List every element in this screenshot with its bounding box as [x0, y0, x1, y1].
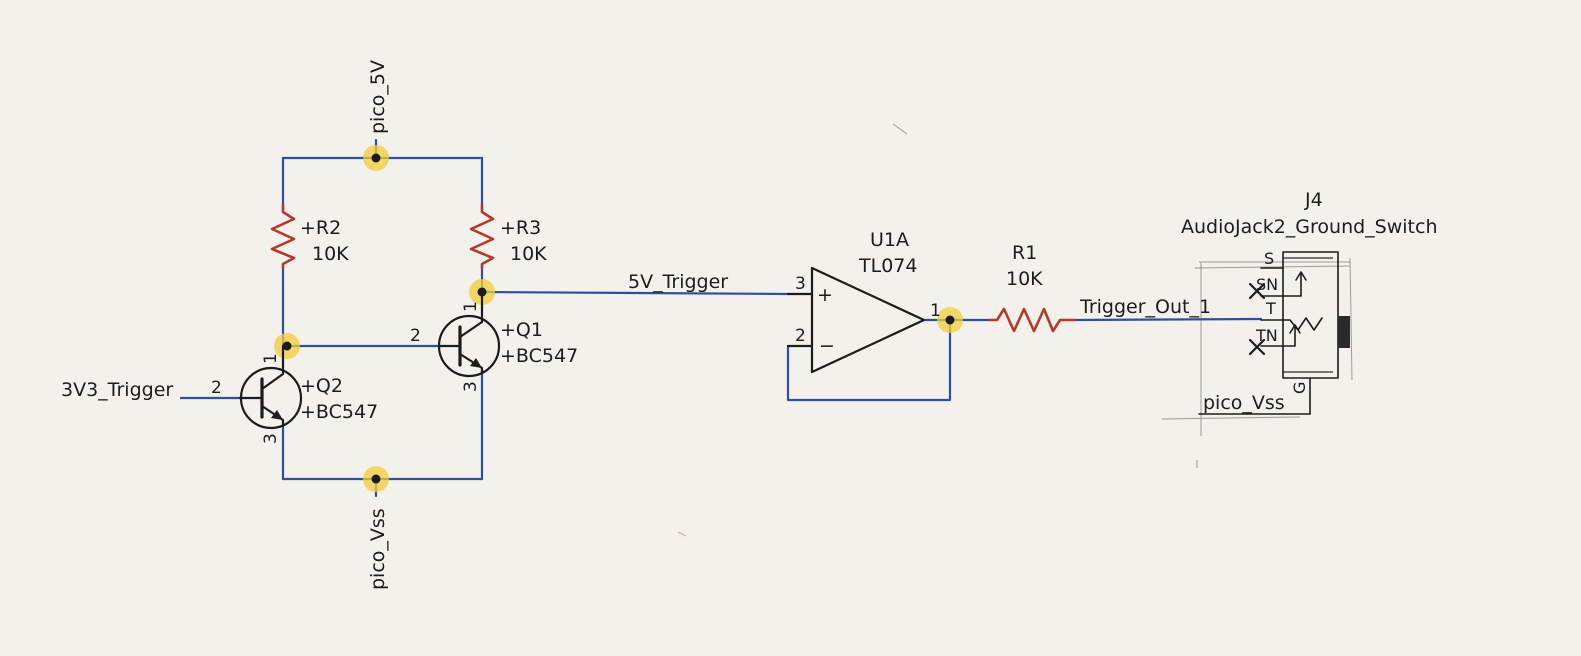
r2-ref: +R2	[300, 217, 341, 239]
q1-collector-pin: 1	[461, 301, 481, 312]
audio-jack-j4: S SN T TN G J4 AudioJack2_Ground_Switch …	[1161, 189, 1438, 468]
q2-base-pin: 2	[211, 378, 222, 398]
q2-collector-pin: 1	[261, 353, 281, 364]
wires	[179, 138, 1263, 498]
junction-dot-icon	[363, 466, 389, 492]
resistor-r1-zigzag	[988, 307, 1076, 333]
opamp-minus-sign: −	[819, 335, 835, 357]
net-label-pico-5v: pico_5V	[367, 60, 389, 134]
transistor-q2: 2 1 3 +Q2 +BC547	[211, 344, 378, 444]
jack-body	[1282, 251, 1339, 379]
q1-emitter-pin: 3	[461, 381, 481, 392]
r3-value: 10K	[510, 243, 547, 265]
j4-ref: J4	[1304, 189, 1323, 211]
r1-value: 10K	[1006, 268, 1043, 290]
u1a-value: TL074	[858, 255, 917, 277]
r2-value: 10K	[312, 243, 349, 265]
wire-trigger-out	[1072, 317, 1263, 322]
junction-dot-icon	[363, 145, 389, 171]
net-label-3v3-trigger: 3V3_Trigger	[61, 379, 173, 401]
junction-dot-icon	[937, 307, 963, 333]
stray-pencil-mark	[892, 123, 908, 135]
resistor-r3: +R3 10K	[469, 203, 547, 270]
j4-pin-tn: TN	[1255, 326, 1278, 345]
junction-dot-icon	[274, 333, 300, 359]
r3-ref: +R3	[500, 217, 541, 239]
u1a-pin-1: 1	[930, 301, 941, 321]
net-label-pico-vss: pico_Vss	[367, 508, 389, 590]
q2-emitter-pin: 3	[261, 433, 281, 444]
no-connect-x-icon	[1248, 282, 1266, 300]
j4-pin-sn: SN	[1256, 275, 1278, 294]
no-connect-x-icon	[1248, 338, 1266, 356]
u1a-pin-3: 3	[795, 274, 806, 294]
q2-value: +BC547	[300, 401, 378, 423]
opamp-triangle	[810, 266, 926, 374]
net-label-pico-vss-jack: pico_Vss	[1203, 392, 1285, 414]
j4-pin-t: T	[1265, 299, 1276, 318]
q1-ref: +Q1	[500, 319, 543, 341]
opamp-u1a: + − 3 2 1 U1A TL074	[786, 229, 941, 374]
q1-value: +BC547	[500, 345, 578, 367]
resistor-r2: +R2 10K	[270, 203, 349, 270]
q1-base-pin: 2	[410, 326, 421, 346]
stray-pencil-mark	[677, 531, 687, 537]
q2-ref: +Q2	[300, 375, 343, 397]
resistor-r2-zigzag	[270, 203, 296, 270]
j4-pin-s: S	[1264, 249, 1274, 268]
junctions	[274, 145, 963, 492]
transistor-q1: 2 1 3 +Q1 +BC547	[410, 290, 578, 392]
r1-ref: R1	[1012, 242, 1037, 264]
resistor-r1: R1 10K	[988, 242, 1076, 333]
wire-5v-trigger	[480, 290, 790, 296]
j4-pin-g: G	[1290, 382, 1309, 394]
jack-sleeve-block	[1338, 316, 1350, 348]
net-label-trigger-out: Trigger_Out_1	[1079, 296, 1211, 318]
u1a-ref: U1A	[870, 229, 909, 251]
wire-opamp-feedback	[786, 318, 952, 402]
resistor-r3-zigzag	[469, 203, 495, 270]
opamp-plus-sign: +	[817, 284, 833, 306]
u1a-pin-2: 2	[795, 326, 806, 346]
net-label-5v-trigger: 5V_Trigger	[628, 271, 728, 293]
j4-value: AudioJack2_Ground_Switch	[1181, 216, 1438, 238]
